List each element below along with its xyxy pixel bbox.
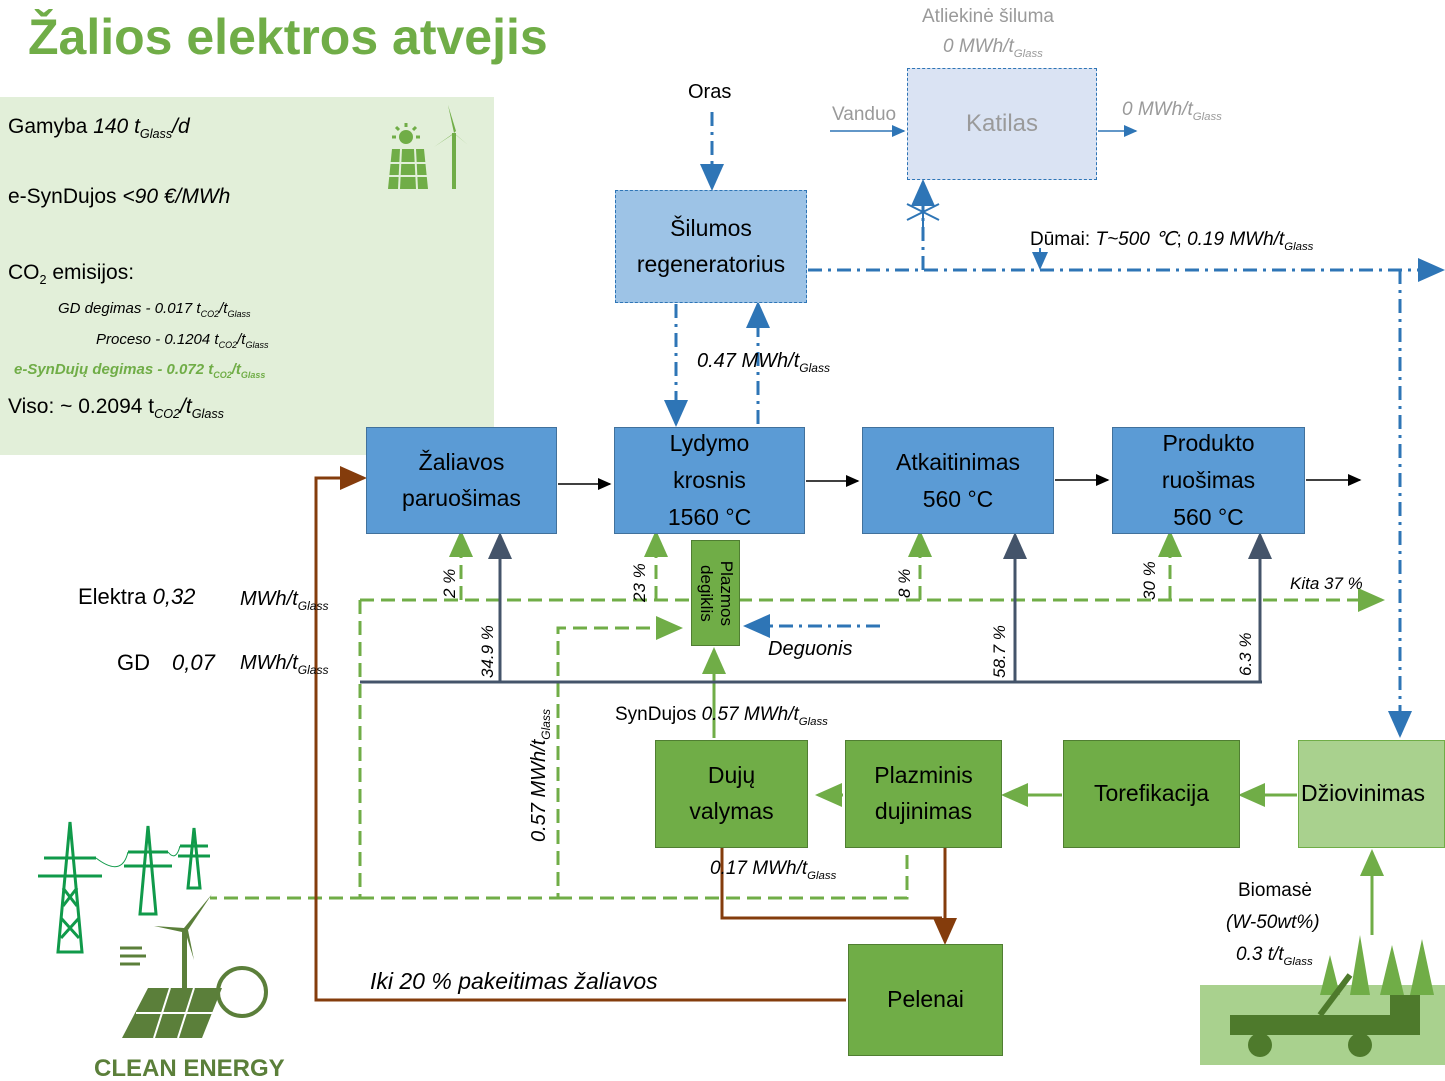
boiler-output-value: 0 MWh/tGlass bbox=[1122, 99, 1222, 123]
page-title: Žalios elektros atvejis bbox=[28, 9, 548, 65]
ng-label: GD bbox=[117, 650, 150, 675]
biomass-label: Biomasė bbox=[1238, 880, 1312, 901]
info-panel: Gamyba 140 tGlass/d e-SynDujos <90 €/MWh… bbox=[0, 97, 494, 455]
ng-unit: MWh/tGlass bbox=[240, 652, 329, 677]
ash-to-raw-prep bbox=[314, 466, 846, 1002]
flue-cut-mark bbox=[906, 196, 940, 228]
pct-23: 23 % bbox=[630, 563, 649, 602]
co2-heading: CO2 emisijos: bbox=[8, 261, 135, 288]
other-pct: Kita 37 % bbox=[1290, 574, 1363, 593]
esyngas-price: e-SynDujos <90 €/MWh bbox=[8, 185, 231, 208]
oxygen-label: Deguonis bbox=[768, 638, 853, 660]
ng-value: 0,07 bbox=[172, 650, 215, 675]
total-emission: Viso: ~ 0.2094 tCO2/tGlass bbox=[8, 395, 224, 422]
production-rate: Gamyba 140 tGlass/d bbox=[8, 115, 190, 142]
drying-box: Džiovinimas bbox=[1298, 740, 1445, 848]
pct-58-7: 58.7 % bbox=[990, 625, 1009, 678]
boiler-box: Katilas bbox=[907, 68, 1097, 180]
clean-energy-icon: CLEAN ENERGY bbox=[94, 894, 285, 1080]
waste-heat-label: Atliekinė šiluma bbox=[922, 6, 1054, 27]
power-pylons-icon bbox=[38, 821, 210, 954]
raw-prep-box: Žaliavos paruošimas bbox=[366, 427, 557, 534]
elec-to-torch-label: 0.57 MWh/tGlass bbox=[528, 709, 553, 842]
air-label: Oras bbox=[688, 81, 732, 103]
biomass-harvest-icon bbox=[1200, 935, 1445, 1065]
process-emission: Proceso - 0.1204 tCO2/tGlass bbox=[96, 331, 269, 350]
biomass-rate: 0.3 t/tGlass bbox=[1236, 944, 1313, 968]
biomass-moisture: (W-50wt%) bbox=[1226, 912, 1320, 933]
elec-source-line bbox=[210, 600, 362, 900]
clean-energy-text: CLEAN ENERGY bbox=[94, 1055, 285, 1080]
electricity-unit: MWh/tGlass bbox=[240, 588, 329, 613]
electricity-label: Elektra 0,32 bbox=[78, 584, 196, 609]
pct-30: 30 % bbox=[1140, 561, 1159, 600]
plasma-torch-box: Plazmos degiklis bbox=[691, 540, 740, 646]
elec-to-gasifier-label: 0.17 MWh/tGlass bbox=[710, 858, 837, 882]
pct-34-9: 34.9 % bbox=[478, 625, 497, 678]
regen-energy-label: 0.47 MWh/tGlass bbox=[697, 350, 830, 375]
heat-regenerator-box: Šilumos regeneratorius bbox=[615, 190, 807, 303]
ash-box: Pelenai bbox=[848, 944, 1003, 1056]
esyngas-emission: e-SynDujų degimas - 0.072 tCO2/tGlass bbox=[14, 361, 266, 380]
pct-6-3: 6.3 % bbox=[1236, 632, 1255, 676]
ng-burning-emission: GD degimas - 0.017 tCO2/tGlass bbox=[58, 300, 251, 319]
flue-gas-label: Dūmai: T~500 ℃; 0.19 MWh/tGlass bbox=[1030, 229, 1314, 253]
torrefaction-box: Torefikacija bbox=[1063, 740, 1240, 848]
pct-8: 8 % bbox=[895, 568, 914, 598]
elec-to-torch bbox=[360, 616, 683, 900]
solar-wind-icon bbox=[388, 105, 468, 190]
water-label: Vanduo bbox=[832, 104, 897, 125]
pct-2: 2 % bbox=[440, 568, 459, 598]
cleaning-to-ash bbox=[720, 822, 942, 920]
raw-replacement-label: Iki 20 % pakeitimas žaliavos bbox=[370, 968, 658, 994]
waste-heat-value: 0 MWh/tGlass bbox=[943, 36, 1043, 60]
syngas-label: SynDujos 0.57 MWh/tGlass bbox=[615, 704, 828, 728]
